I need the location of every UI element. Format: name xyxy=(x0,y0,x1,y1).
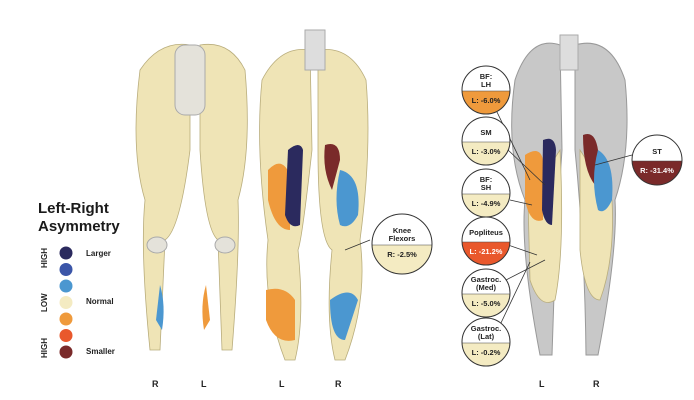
panel1-label-l: L xyxy=(201,379,207,389)
legend-color-dot xyxy=(59,246,73,260)
callout-st: ST R: -31.4% xyxy=(631,134,683,186)
callout-sm: SM L: -3.0% xyxy=(461,116,511,166)
legend-label-normal: Normal xyxy=(86,297,114,306)
muscle-sm-l xyxy=(542,138,556,225)
leg-model-hamstrings: L R xyxy=(511,34,628,389)
callout-title: ST xyxy=(652,147,662,156)
legend-color-dot xyxy=(59,296,73,309)
muscle-calf-r xyxy=(330,292,358,340)
muscle-calf-l xyxy=(266,288,295,341)
legend-label-smaller: Smaller xyxy=(86,347,115,356)
callout-value: L: -6.0% xyxy=(472,96,501,105)
callout-title-line2: (Med) xyxy=(476,283,496,292)
muscle-sm-l xyxy=(285,145,303,227)
muscle-bf-l xyxy=(268,163,290,230)
callout-title-line1: BF: xyxy=(480,175,493,184)
muscle-st-r xyxy=(324,144,340,190)
callout-title-line1: Gastroc. xyxy=(471,324,501,333)
legend-axis-low: LOW xyxy=(40,293,49,312)
callout-value: L: -0.2% xyxy=(472,348,501,357)
callout-bf-lh: BF:LH L: -6.0% xyxy=(461,65,511,115)
muscle-bf-lh-l xyxy=(525,151,543,221)
muscle-blue-r xyxy=(156,285,164,330)
callout-value: R: -2.5% xyxy=(387,250,417,259)
callout-value: L: -21.2% xyxy=(470,247,503,256)
muscle-st-r xyxy=(583,134,598,185)
callout-title-line2: (Lat) xyxy=(478,332,495,341)
callout-gastroc-med: Gastroc.(Med) L: -5.0% xyxy=(461,268,511,318)
leg-model-front: R L xyxy=(135,43,248,389)
muscle-bf-r xyxy=(594,150,613,212)
muscle-bf-r xyxy=(336,170,359,227)
callout-value: L: -4.9% xyxy=(472,199,501,208)
callout-title-line1: Knee xyxy=(393,226,411,235)
panel2-label-l: L xyxy=(279,379,285,389)
callout-title-line2: LH xyxy=(481,80,491,89)
callout-value: R: -31.4% xyxy=(640,166,674,175)
callout-value: L: -3.0% xyxy=(472,147,501,156)
legend-color-dot xyxy=(59,345,73,359)
callout-title: SM xyxy=(480,128,491,137)
legend-color-dot xyxy=(59,312,73,326)
callout-title-line1: Gastroc. xyxy=(471,275,501,284)
legend-label-larger: Larger xyxy=(86,249,111,258)
callout-title-line2: Flexors xyxy=(389,234,416,243)
panel2-label-r: R xyxy=(335,379,342,389)
panel1-label-r: R xyxy=(152,379,159,389)
legend-axis-high-bottom: HIGH xyxy=(40,338,49,358)
legend-title-line2: Asymmetry xyxy=(38,218,120,235)
legend-color-dot xyxy=(59,279,73,293)
panel3-label-r: R xyxy=(593,379,600,389)
callout-bf-sh: BF:SH L: -4.9% xyxy=(461,168,511,218)
panel3-label-l: L xyxy=(539,379,545,389)
callout-title: Popliteus xyxy=(469,228,503,237)
legend: Left-Right Asymmetry HIGH LOW HIGH Large… xyxy=(38,200,120,359)
callout-title-line2: SH xyxy=(481,183,491,192)
legend-color-dot xyxy=(59,329,73,342)
leg-model-back: L R xyxy=(259,29,369,389)
legend-title-line1: Left-Right xyxy=(38,200,109,217)
callout-title-line1: BF: xyxy=(480,72,493,81)
callout-gastroc-lat: Gastroc.(Lat) L: -0.2% xyxy=(461,317,511,367)
legend-color-dot xyxy=(59,263,73,276)
leader-lines xyxy=(344,109,633,326)
legend-axis-high-top: HIGH xyxy=(40,248,49,268)
callout-value: L: -5.0% xyxy=(472,299,501,308)
muscle-orange-l xyxy=(202,285,210,330)
callout-popliteus: Popliteus L: -21.2% xyxy=(461,216,511,266)
